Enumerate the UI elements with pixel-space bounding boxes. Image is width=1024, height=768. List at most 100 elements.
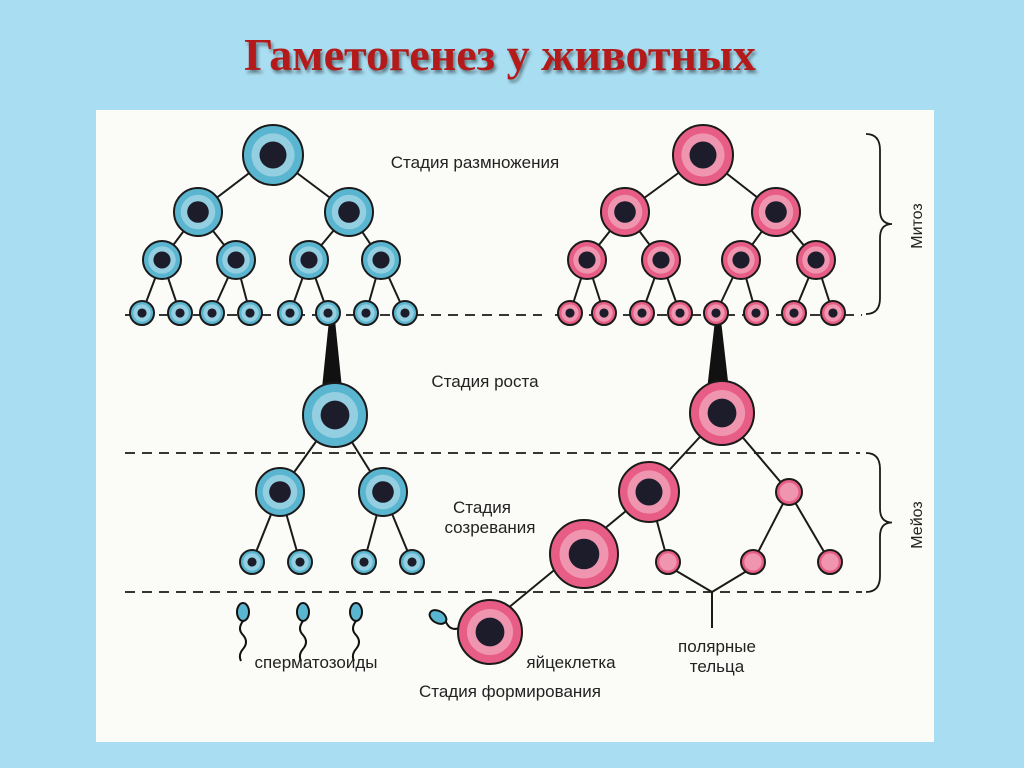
oogonium-cell-nucleus (614, 201, 636, 223)
label-polar-bodies-line1: полярные (678, 637, 756, 656)
spermatogonium-cell (361, 240, 401, 280)
spermatozoon (349, 602, 363, 662)
oogonium-cell-small (629, 300, 655, 326)
spermatogonium-cell-nucleus (187, 201, 209, 223)
polar-body-cytoplasm (779, 482, 799, 502)
spermatogonium-cell (289, 240, 329, 280)
spermatozoon-head (296, 602, 310, 622)
egg-cell-nucleus (475, 617, 505, 647)
spermatogonium-cell (216, 240, 256, 280)
spermatogonium-cell-nucleus (153, 251, 171, 269)
oogonium-cell-nucleus (807, 251, 825, 269)
spermatogonium-cell-small-nucleus (245, 308, 255, 318)
spermatogonium-cell (173, 187, 223, 237)
spermatogonium-cell-nucleus (372, 251, 390, 269)
label-meiosis: Мейоз (909, 501, 926, 548)
polar-body-membrane (775, 478, 803, 506)
spermatozoon-tail (298, 620, 307, 662)
polar-body (655, 549, 681, 575)
oogonium-cell-small-nucleus (789, 308, 799, 318)
spermatozoon (296, 602, 310, 662)
primary-spermatocyte-cell (302, 382, 368, 448)
polar-body-cytoplasm (744, 553, 762, 571)
spermatogonium-cell-small (277, 300, 303, 326)
polar-body (740, 549, 766, 575)
oogonium-cell-small-nucleus (565, 308, 575, 318)
spermatozoon-swimming-head (428, 609, 448, 625)
oogonium-cell-small-nucleus (751, 308, 761, 318)
spermatid-cell (239, 549, 265, 575)
slide-title: Гаметогенез у животных (244, 29, 756, 80)
spermatozoon (236, 602, 250, 662)
label-egg-cell: яйцеклетка (526, 653, 616, 672)
primary-oocyte-cell (689, 380, 755, 446)
spermatogonium-cell (324, 187, 374, 237)
polar-body (817, 549, 843, 575)
polar-body-membrane (817, 549, 843, 575)
spermatid-cell-nucleus (295, 557, 305, 567)
spermatid-cell-nucleus (359, 557, 369, 567)
spermatogonium-cell-small-nucleus (137, 308, 147, 318)
spermatozoon-head (236, 602, 250, 622)
spermatogonium-cell (142, 240, 182, 280)
spermatid-cell (399, 549, 425, 575)
spermatogonium-cell-small (392, 300, 418, 326)
oogonium-cell-nucleus (765, 201, 787, 223)
spermatogonium-cell-small-nucleus (323, 308, 333, 318)
polar-body-membrane (655, 549, 681, 575)
oogonium-cell (641, 240, 681, 280)
oogonium-cell-small (667, 300, 693, 326)
secondary-oocyte-cell (618, 461, 680, 523)
oogonium-cell (600, 187, 650, 237)
oogonium-cell-small-nucleus (711, 308, 721, 318)
ootid-cell-nucleus (568, 538, 600, 570)
label-formation-stage: Стадия формирования (419, 682, 601, 701)
spermatid-cell (287, 549, 313, 575)
oogonium-cell-small-nucleus (637, 308, 647, 318)
oogonium-cell (751, 187, 801, 237)
secondary-spermatocyte-cell (255, 467, 305, 517)
female-growth-wedge (707, 320, 729, 390)
primary-spermatocyte-cell-nucleus (320, 400, 350, 430)
spermatid-cell (351, 549, 377, 575)
oogonium-cell (796, 240, 836, 280)
oogonium-cell-nucleus (732, 251, 750, 269)
spermatogonium-cell-small-nucleus (400, 308, 410, 318)
spermatogonium-cell-small (353, 300, 379, 326)
oogonium-cell-small (743, 300, 769, 326)
oogonium-cell-small (703, 300, 729, 326)
spermatogonium-cell-small-nucleus (175, 308, 185, 318)
oogonium-cell-stem (672, 124, 734, 186)
spermatogonium-cell-small-nucleus (207, 308, 217, 318)
spermatozoon-tail (351, 620, 360, 662)
label-mitosis: Митоз (909, 203, 926, 248)
primary-oocyte-cell-nucleus (707, 398, 737, 428)
spermatogonium-cell-stem-nucleus (259, 141, 287, 169)
label-growth-stage: Стадия роста (431, 372, 539, 391)
oogonium-cell-small-nucleus (675, 308, 685, 318)
oogonium-cell-stem-nucleus (689, 141, 717, 169)
label-polar-bodies-line2: тельца (690, 657, 745, 676)
oogonium-cell-small-nucleus (599, 308, 609, 318)
secondary-spermatocyte-cell (358, 467, 408, 517)
spermatogonium-cell-nucleus (300, 251, 318, 269)
spermatogonium-cell-small (199, 300, 225, 326)
oogonium-cell-small (557, 300, 583, 326)
label-spermatozoa: сперматозоиды (255, 653, 378, 672)
spermatogonium-cell-small-nucleus (285, 308, 295, 318)
spermatozoon-tail (238, 620, 247, 662)
oogonium-cell (721, 240, 761, 280)
oogonium-cell-small (820, 300, 846, 326)
polar-body-cytoplasm (659, 553, 677, 571)
spermatogonium-cell-small-nucleus (361, 308, 371, 318)
polar-body (775, 478, 803, 506)
mitosis-brace (865, 133, 893, 315)
ootid-cell (549, 519, 619, 589)
spermatogonium-cell-small (129, 300, 155, 326)
spermatid-cell-nucleus (247, 557, 257, 567)
polar-body-cytoplasm (821, 553, 839, 571)
spermatogonium-cell-small (237, 300, 263, 326)
spermatogonium-cell-stem (242, 124, 304, 186)
spermatogonium-cell-small (315, 300, 341, 326)
